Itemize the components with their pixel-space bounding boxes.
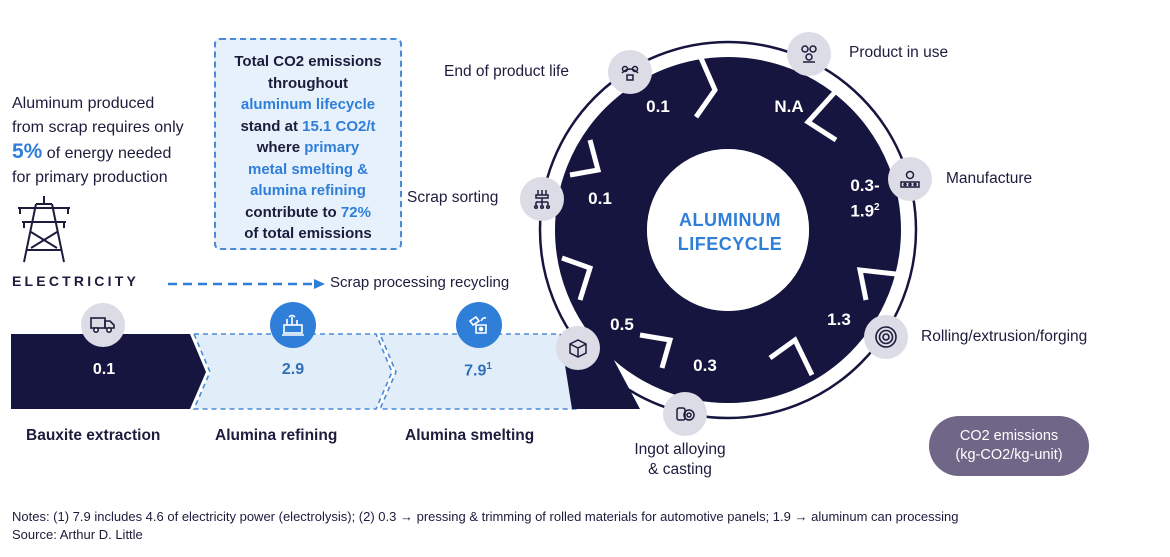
manufacture-footnote: 2 (874, 202, 880, 213)
intro-line-1: Aluminum produced (12, 95, 155, 112)
product-in-use-value: N.A (774, 97, 804, 116)
scrap-sorting-label: Scrap sorting (407, 189, 499, 206)
rolling-label: Rolling/extrusion/forging (921, 328, 1088, 345)
bauxite-value: 0.1 (92, 361, 116, 378)
callout-line: metal smelting & (247, 160, 369, 178)
end-of-life-value: 0.1 (646, 97, 670, 116)
lifecycle-ring (555, 57, 901, 403)
alumina-smelting-label: Alumina smelting (405, 427, 535, 444)
lifecycle-center (647, 149, 809, 311)
electricity-label: ELECTRICITY (12, 273, 139, 289)
segment-separators (561, 56, 897, 377)
smelting-band (378, 333, 582, 410)
lifecycle-title: ALUMINUM LIFECYCLE (650, 208, 810, 256)
refining-value: 2.9 (281, 361, 305, 378)
callout-highlight: 72% (340, 203, 371, 221)
intro-percentage: 5% (12, 140, 43, 163)
factory-icon (888, 157, 932, 201)
manufacture-value-line-1: 0.3- (850, 176, 880, 195)
source-line: Source: Arthur D. Little (12, 527, 143, 542)
refining-band (192, 333, 393, 410)
ingot-alloying-label: Ingot alloying & casting (630, 440, 730, 480)
callout-text: where (256, 139, 305, 156)
callout-text: stand at (240, 117, 303, 135)
electricity-arrow-head (314, 279, 325, 289)
bauxite-extraction-label: Bauxite extraction (26, 427, 161, 444)
callout-line: alumina refining (250, 182, 366, 199)
sorting-icon (520, 177, 564, 221)
legend-line-2: (kg-CO2/kg-unit) (955, 447, 1063, 463)
manufacture-label: Manufacture (946, 170, 1033, 187)
scrap-energy-note: Aluminum produced from scrap requires on… (12, 92, 222, 190)
bauxite-band (11, 334, 206, 409)
pylon-icon (18, 196, 70, 263)
legend-line-1: CO2 emissions (959, 428, 1059, 444)
intro-line-4: for primary production (12, 169, 168, 186)
manufacture-value: 0.3- 1.92 (830, 175, 900, 223)
intro-line-3: of energy needed (42, 145, 172, 162)
total-emissions-callout: Total CO2 emissions throughout aluminum … (214, 38, 402, 250)
end-of-product-life-label: End of product life (444, 63, 569, 80)
scrap-processing-value: 0.5 (610, 315, 634, 334)
callout-text: contribute to (245, 203, 341, 221)
callout-line: throughout (268, 74, 348, 92)
notes-line: Notes: (1) 7.9 includes 4.6 of electrici… (12, 509, 959, 524)
smelting-value-number: 7.9 (464, 362, 487, 380)
recycle-icon (608, 50, 652, 94)
callout-line: aluminum lifecycle (240, 96, 376, 113)
intro-line-2: from scrap requires only (12, 119, 184, 136)
scrap-sorting-value: 0.1 (588, 189, 612, 208)
callout-highlight: primary (304, 139, 360, 156)
emissions-legend: CO2 emissions (kg-CO2/kg-unit) (929, 416, 1089, 476)
scrap-processing-label: Scrap processing recycling (330, 274, 510, 291)
lifecycle-title-line-1: ALUMINUM (679, 210, 781, 230)
rolling-value: 1.3 (827, 310, 851, 329)
ingot-icon (663, 392, 707, 436)
alumina-refining-label: Alumina refining (215, 427, 338, 444)
coil-icon (864, 315, 908, 359)
ingot-value: 0.3 (693, 356, 717, 375)
callout-line: Total CO2 emissions (234, 53, 382, 70)
refinery-icon (270, 302, 316, 348)
manufacture-value-line-2: 1.9 (850, 201, 875, 221)
footnotes: Notes: (1) 7.9 includes 4.6 of electrici… (12, 508, 1162, 544)
callout-highlight: 15.1 CO2/t (302, 117, 376, 135)
lifecycle-outer-ring (538, 40, 918, 420)
callout-line: of total emissions (244, 225, 372, 242)
smelting-value: 7.91 (428, 361, 528, 380)
ingot-label-line-2: & casting (648, 461, 712, 478)
ingot-label-line-1: Ingot alloying (634, 441, 726, 458)
smelting-icon (456, 302, 502, 348)
gears-icon (787, 32, 831, 76)
truck-icon (81, 303, 125, 347)
product-in-use-label: Product in use (849, 44, 949, 61)
smelting-footnote: 1 (486, 361, 492, 372)
box-icon (556, 326, 600, 370)
lifecycle-title-line-2: LIFECYCLE (677, 234, 783, 254)
